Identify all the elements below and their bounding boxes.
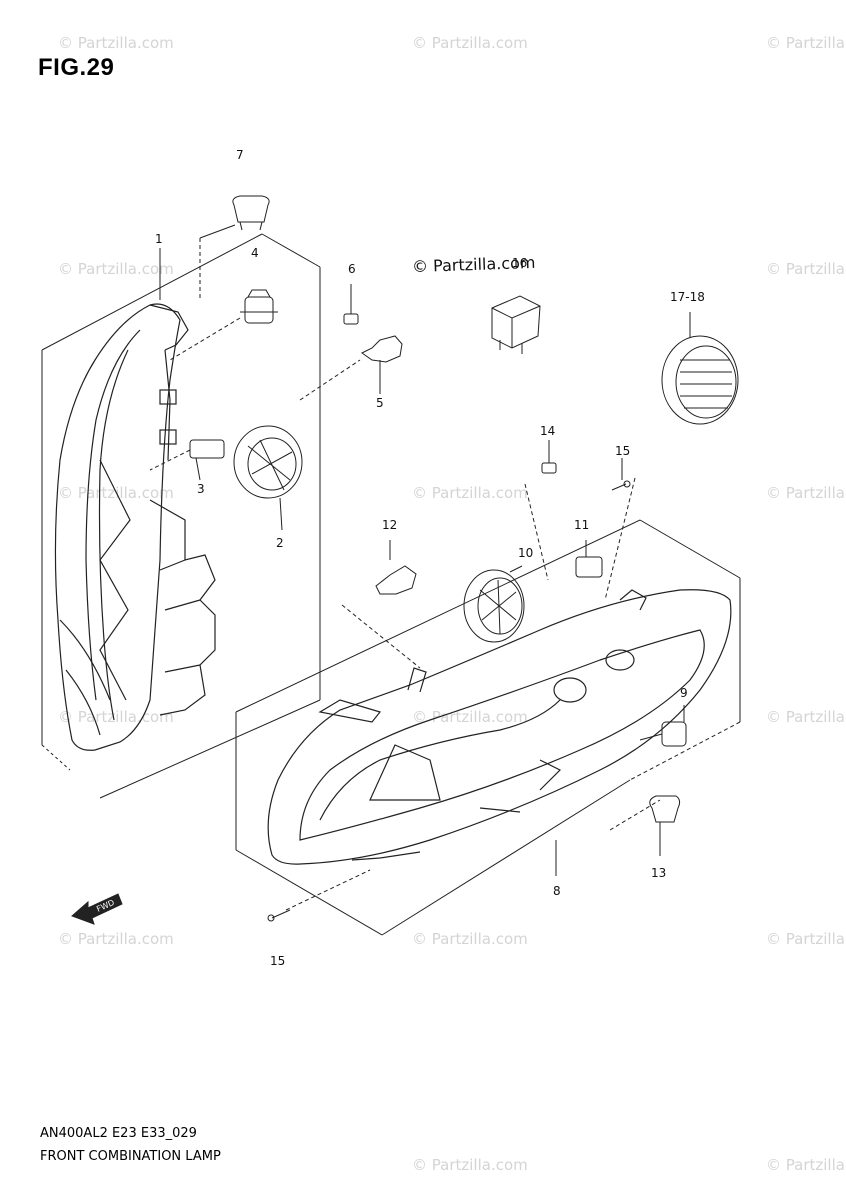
callout-1: 1	[155, 232, 163, 246]
socket-3	[149, 439, 225, 481]
socket-4	[169, 289, 278, 361]
callout-11: 11	[574, 518, 590, 532]
watermark: © Partzilla.com	[58, 930, 174, 948]
watermark: © Partzilla.com	[412, 1156, 528, 1174]
callout-13: 13	[651, 866, 667, 880]
diagram-code: AN400AL2 E23 E33_029	[40, 1126, 197, 1141]
bulb-13	[649, 795, 681, 856]
callout-10: 10	[518, 546, 534, 560]
watermark: © Partzilla.com	[766, 260, 846, 278]
screw-15-lower	[267, 909, 291, 922]
callout-3: 3	[197, 482, 205, 496]
callout-15-lower: 15	[270, 954, 286, 968]
relay-16	[491, 295, 541, 354]
bulb-7	[232, 195, 270, 231]
turn-signal-housing	[54, 303, 216, 751]
bulb-5	[299, 335, 403, 401]
callout-9: 9	[680, 686, 688, 700]
callout-12: 12	[382, 518, 398, 532]
left-lamp-assembly-outline	[41, 233, 321, 799]
headlamp-housing	[267, 589, 732, 865]
watermark: © Partzilla.com	[766, 34, 846, 52]
figure-title: FIG.29	[38, 54, 115, 81]
watermark: © Partzilla.com	[412, 34, 528, 52]
watermark: © Partzilla.com	[412, 708, 528, 726]
callout-5: 5	[376, 396, 384, 410]
callout-17-18: 17-18	[670, 290, 705, 304]
callout-14: 14	[540, 424, 556, 438]
side-reflector-17-18	[661, 312, 739, 425]
diagram-caption: FRONT COMBINATION LAMP	[40, 1149, 221, 1164]
watermark: © Partzilla.com	[766, 1156, 846, 1174]
callout-2: 2	[276, 536, 284, 550]
watermark: © Partzilla.com	[412, 930, 528, 948]
screw-15-upper	[611, 458, 631, 491]
callout-16: 16	[512, 256, 528, 270]
watermark: © Partzilla.com	[412, 484, 528, 502]
watermark: © Partzilla.com	[766, 708, 846, 726]
watermark: © Partzilla.com	[58, 34, 174, 52]
socket-9	[639, 705, 687, 747]
headlamp-assembly-outline	[235, 477, 741, 936]
socket-11	[575, 540, 603, 578]
reflector-10	[463, 565, 525, 643]
bulb-12	[375, 540, 417, 595]
callout-15-upper: 15	[615, 444, 631, 458]
forward-arrow-icon: FWD	[71, 893, 123, 925]
watermark: © Partzilla.com	[58, 260, 174, 278]
callout-6: 6	[348, 262, 356, 276]
bulb-14	[541, 440, 557, 474]
callout-4: 4	[251, 246, 259, 260]
watermark: © Partzilla.com	[766, 930, 846, 948]
callout-7: 7	[236, 148, 244, 162]
callout-8: 8	[553, 884, 561, 898]
reflector-2	[233, 425, 303, 531]
bulb-6	[343, 284, 359, 325]
watermark: © Partzilla.com	[766, 484, 846, 502]
